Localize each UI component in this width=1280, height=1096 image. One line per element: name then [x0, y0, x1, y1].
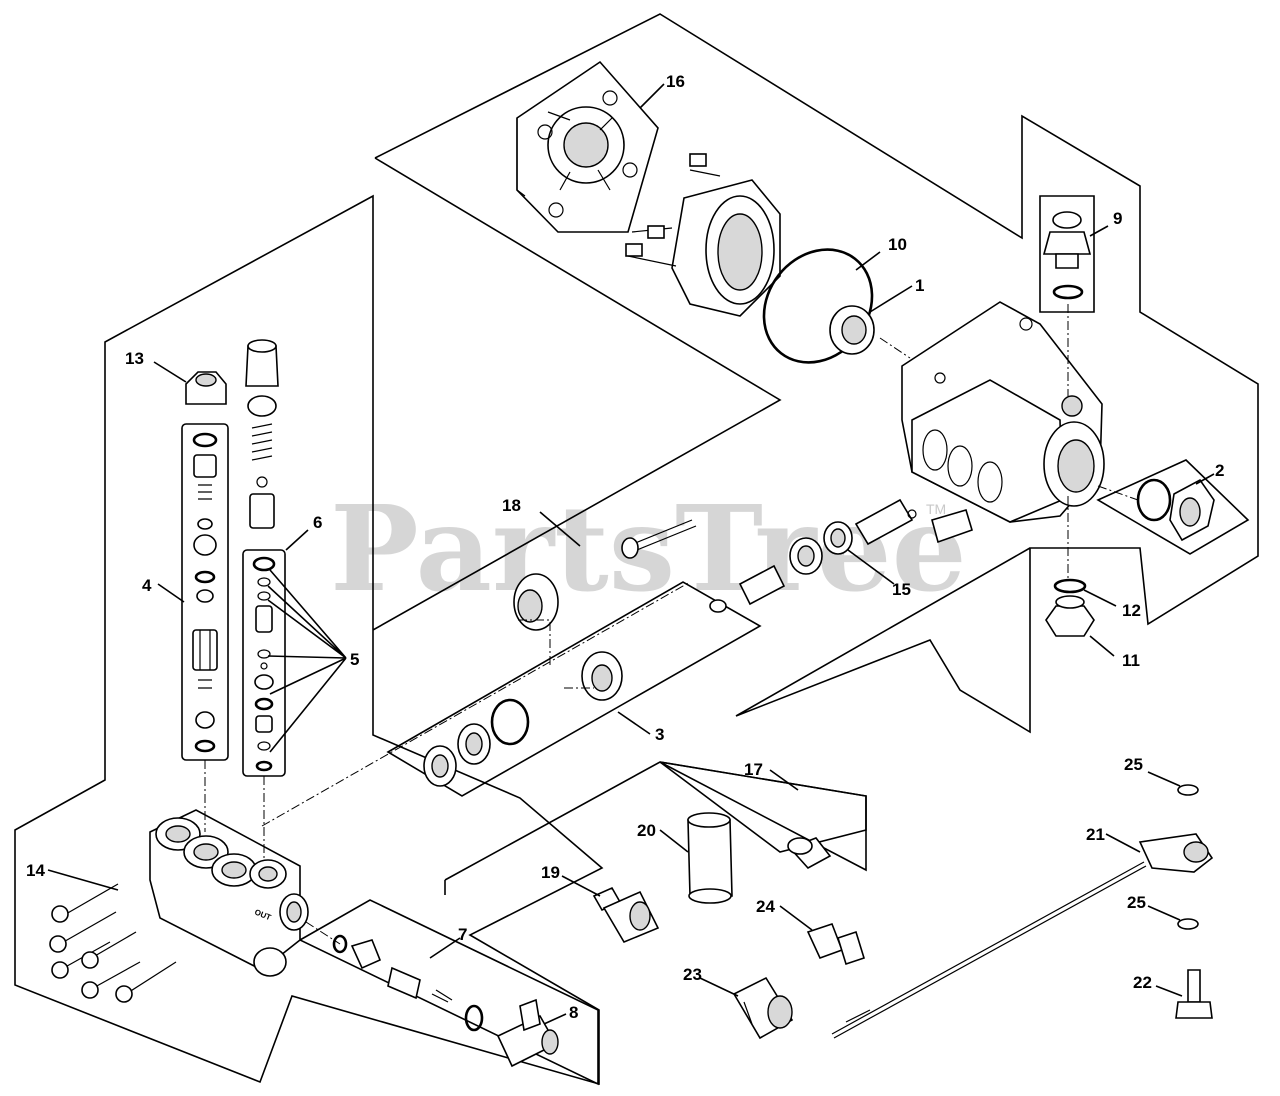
plug-9 [1042, 211, 1092, 300]
callout-12: 12 [1122, 601, 1141, 620]
callout-14: 14 [26, 861, 45, 880]
watermark-text: PartsTree [330, 479, 967, 618]
callout-2: 2 [1215, 461, 1224, 480]
hose-adapter-19 [592, 886, 660, 944]
callout-17: 17 [744, 760, 763, 779]
callout-24: 24 [756, 897, 775, 916]
oil-seal-1 [829, 305, 875, 355]
plug-17 [787, 837, 832, 870]
centerline-manifold [261, 581, 691, 827]
flange-housing [625, 153, 781, 317]
pump-housing [901, 301, 1105, 523]
washer-25a [1177, 784, 1199, 796]
washer-25b [1177, 918, 1199, 930]
callout-9: 9 [1113, 209, 1122, 228]
unloader-stack [245, 339, 279, 529]
callout-21: 21 [1086, 825, 1105, 844]
panel-fitting-2 [1096, 459, 1250, 555]
manifold: OUT [149, 809, 309, 977]
valve-kit-4 [192, 432, 218, 753]
callout-25a: 25 [1124, 755, 1143, 774]
panel-valve-7 [298, 899, 599, 1086]
cap-13 [185, 371, 227, 405]
bolt-set-14 [49, 883, 177, 1003]
callout-8: 8 [569, 1003, 578, 1022]
callout-11: 11 [1122, 651, 1140, 670]
callout-22: 22 [1133, 973, 1152, 992]
o-ring-12 [1053, 578, 1087, 594]
bolt-22 [1175, 969, 1213, 1019]
filter-20 [687, 812, 733, 904]
leader-lines [47, 83, 1215, 1025]
centerline-fitting [1097, 485, 1139, 501]
callout-1: 1 [915, 276, 924, 295]
callout-25b: 25 [1127, 893, 1146, 912]
unloader-kit-6 [252, 556, 276, 772]
callout-16: 16 [666, 72, 685, 91]
centerline-valve [305, 921, 341, 945]
valve-7 [332, 934, 484, 1032]
callout-19: 19 [541, 863, 560, 882]
callout-23: 23 [683, 965, 702, 984]
callout-3: 3 [655, 725, 664, 744]
callout-7: 7 [458, 925, 467, 944]
quick-coupler-23 [732, 976, 794, 1040]
watermark-tm: TM [926, 501, 946, 517]
panel-plug-17 [659, 761, 867, 853]
nipple-24 [806, 922, 865, 966]
fitting-2 [1136, 478, 1215, 542]
callout-15: 15 [892, 580, 911, 599]
callout-6: 6 [313, 513, 322, 532]
callout-5: 5 [350, 650, 359, 669]
panel-top [374, 13, 1259, 734]
gear-box-cover-16 [516, 60, 659, 233]
centerline-seals-3 [518, 619, 594, 689]
plug-11 [1045, 595, 1095, 637]
rod-bracket-21 [831, 833, 1214, 1039]
callout-18: 18 [502, 496, 521, 515]
panel-top-upper [14, 157, 782, 1086]
callout-4: 4 [142, 576, 152, 595]
callout-20: 20 [637, 821, 656, 840]
plunger-rod-18 [621, 519, 727, 613]
centerline-seal [879, 337, 911, 359]
panel-cap-9 [1039, 195, 1095, 313]
seal-kit-3 [423, 573, 623, 787]
tee-fitting-8 [496, 998, 559, 1068]
callout-13: 13 [125, 349, 144, 368]
callout-10: 10 [888, 235, 907, 254]
plunger-set-15 [738, 498, 973, 606]
